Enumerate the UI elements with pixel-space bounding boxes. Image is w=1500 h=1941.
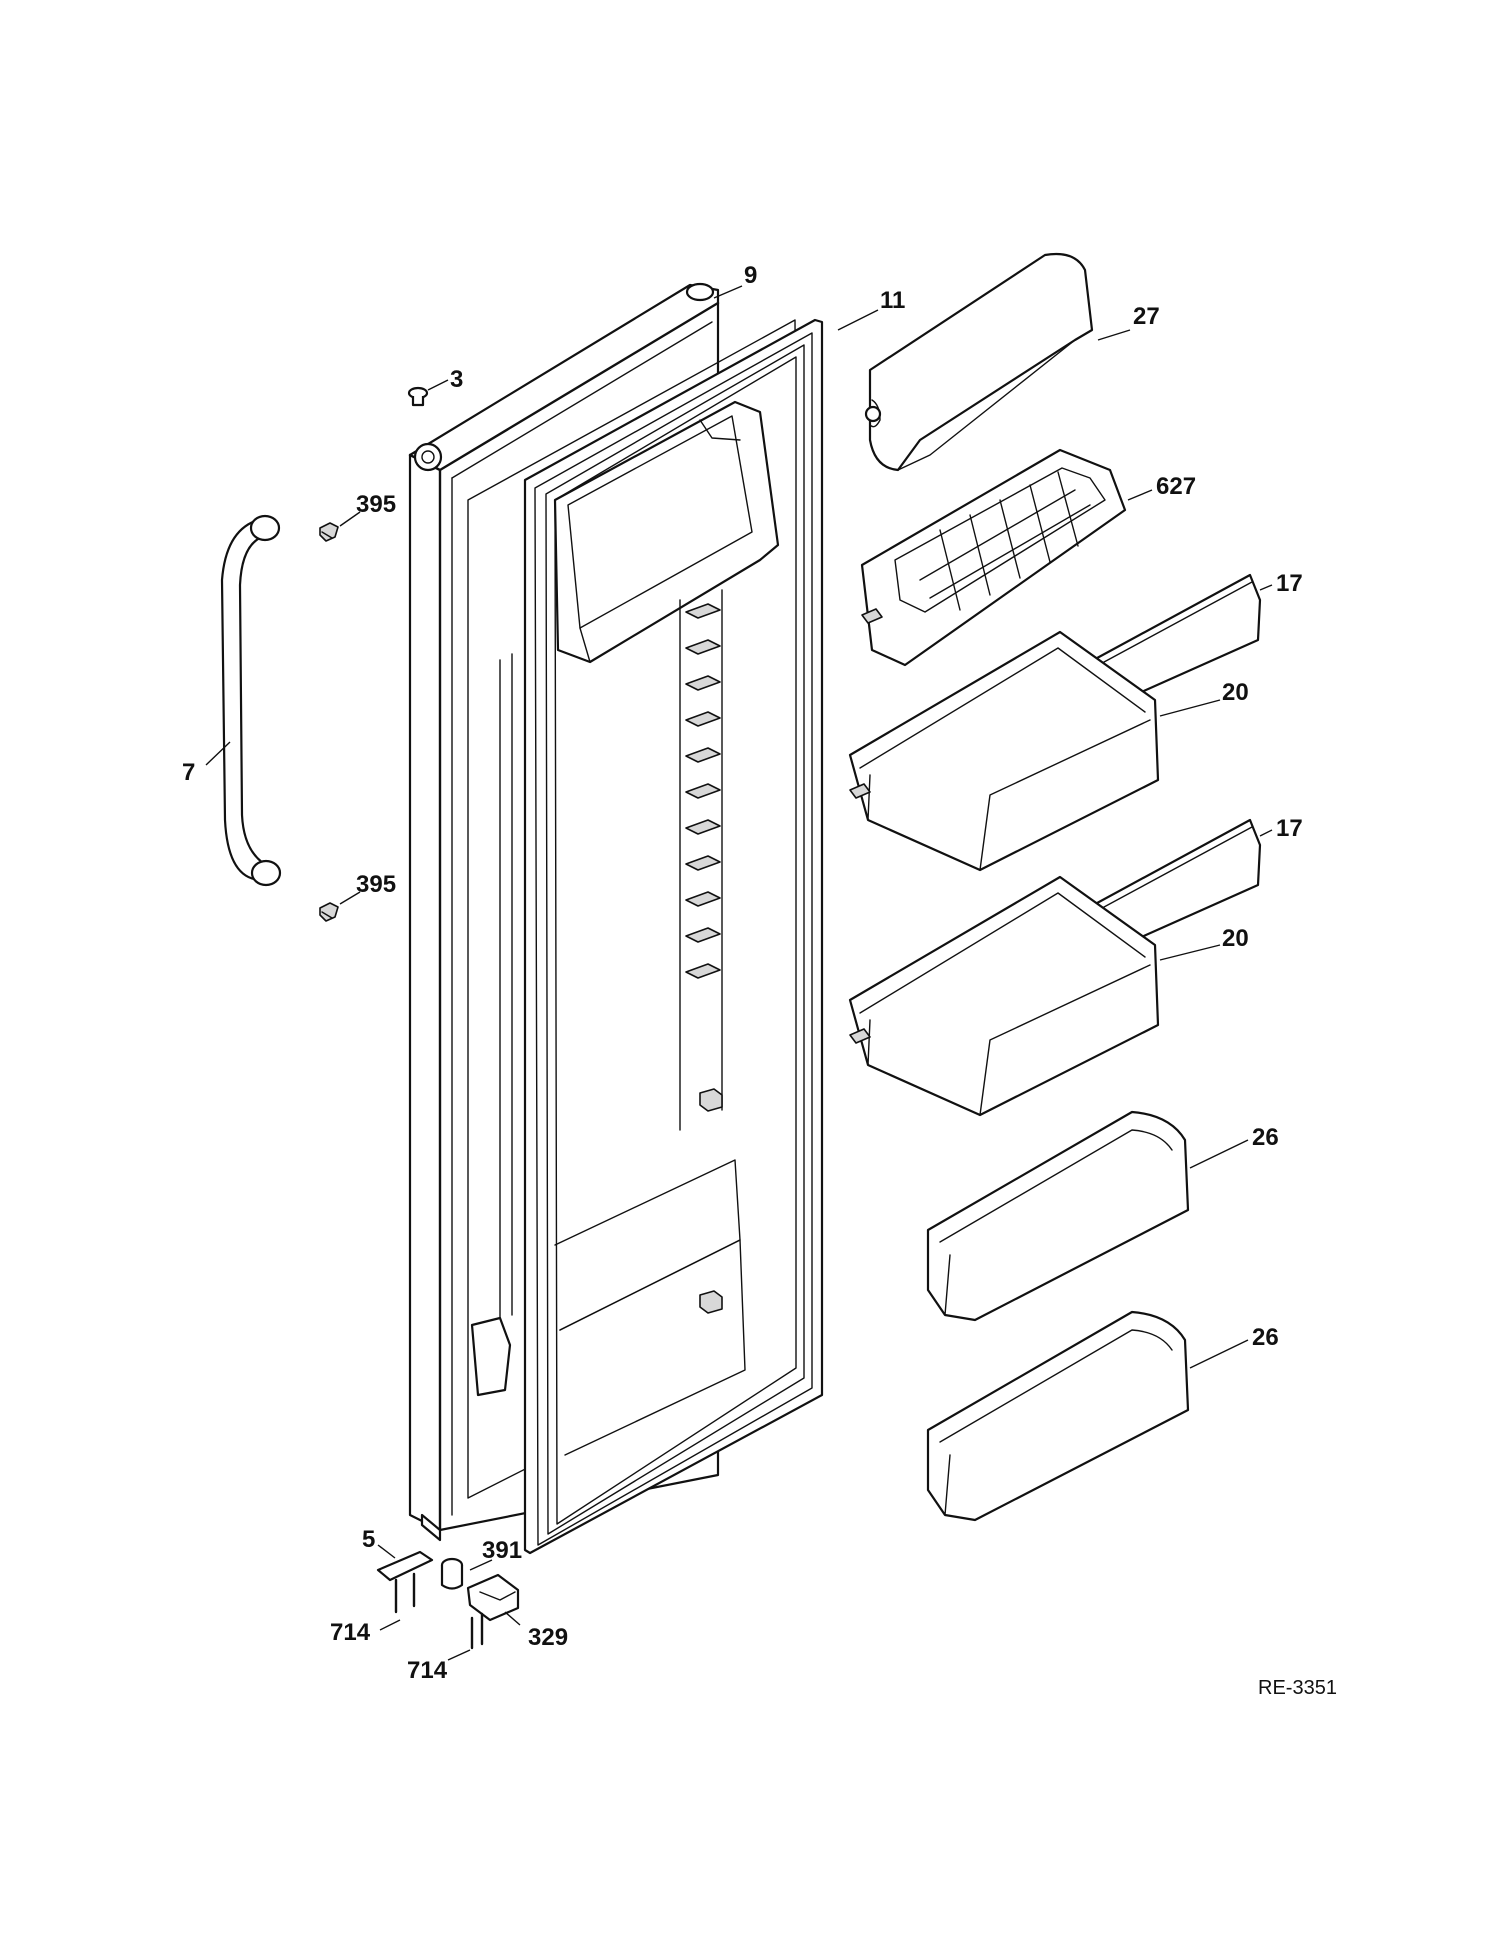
door-bin-part-26-lower [926,1310,1190,1522]
leader-lines [205,285,1273,1661]
screw-part-395-lower [319,902,339,922]
door-liner [467,318,824,1555]
bushing-part-391 [440,1557,464,1590]
callout-5: 5 [362,1526,375,1553]
hinge-bracket-part-329 [466,1573,520,1622]
screw-part-714-left [394,1572,416,1614]
callout-labels: 9 11 27 3 395 627 17 20 7 17 395 20 26 2… [182,262,1303,1684]
dairy-door-part-27 [864,252,1094,472]
egg-cups [919,471,1091,611]
door-bin-part-26-upper [926,1110,1190,1322]
hinge-plate-part-5 [376,1550,434,1582]
callout-627: 627 [1156,473,1196,500]
callout-395-lower: 395 [356,871,396,898]
egg-tray-part-627 [860,448,1127,667]
callout-26-upper: 26 [1252,1124,1279,1151]
callout-26-lower: 26 [1252,1324,1279,1351]
screw-part-395-upper [319,522,339,542]
hinge-pin-part-3 [407,386,429,407]
callout-391: 391 [482,1537,522,1564]
door-bin-part-20-lower [848,875,1160,1117]
callout-11: 11 [880,287,905,314]
callout-27: 27 [1133,303,1160,330]
door-bin-part-20-upper [848,630,1160,872]
drawing-code: RE-3351 [1258,1677,1337,1699]
callout-395-upper: 395 [356,491,396,518]
callout-20-lower: 20 [1222,925,1249,952]
callout-17-lower: 17 [1276,815,1303,842]
callout-3: 3 [450,366,463,393]
door-handle [220,514,282,887]
callout-714-left: 714 [330,1619,371,1646]
callout-329: 329 [528,1624,568,1651]
callout-17-upper: 17 [1276,570,1303,597]
rail-stubs [685,603,721,979]
callout-714-right: 714 [407,1657,448,1684]
callout-9: 9 [744,262,757,289]
callout-7: 7 [182,759,195,786]
screw-part-714-right [470,1612,484,1650]
callout-20-upper: 20 [1222,679,1249,706]
